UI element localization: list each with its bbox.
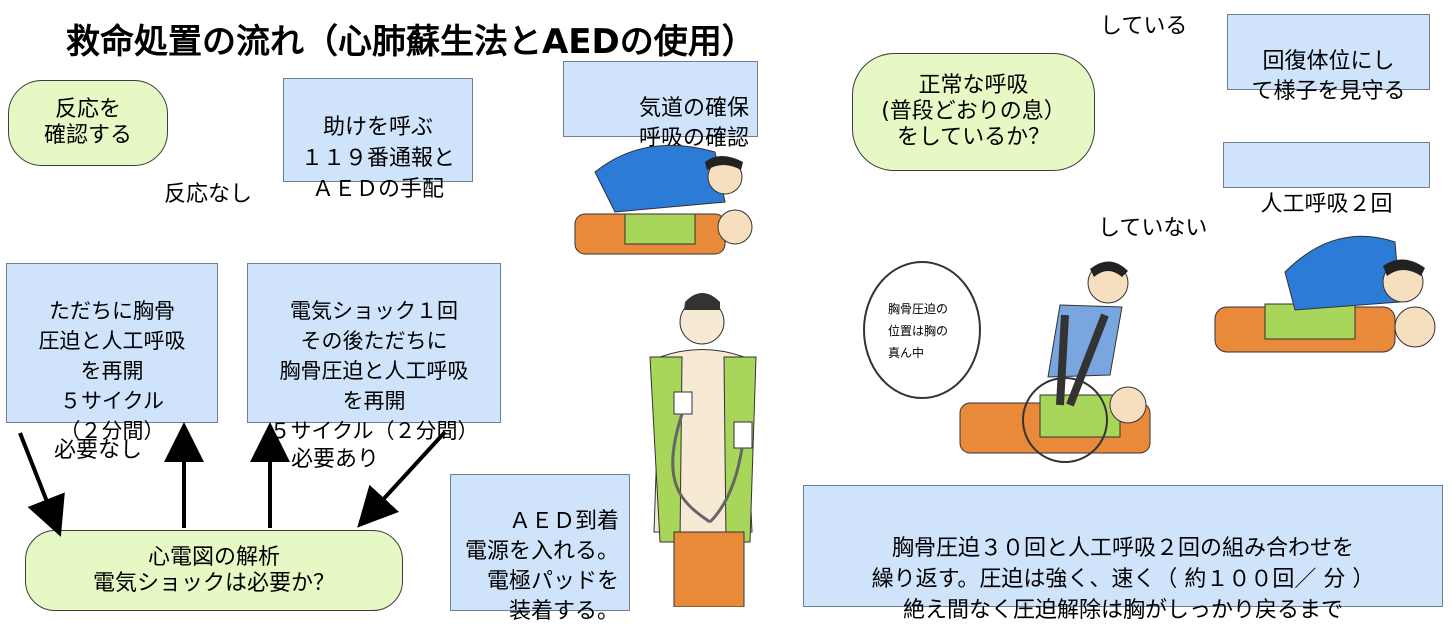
arrow-shock-down xyxy=(357,430,447,528)
aed-pads-illustration xyxy=(649,293,757,607)
recovery-box: 回復体位にし て様子を見守る xyxy=(1227,14,1430,104)
check-response-text: 反応を 確認する xyxy=(43,97,132,148)
arrows-layer xyxy=(18,422,447,537)
rescue-breaths-text: 人工呼吸２回 xyxy=(1260,192,1393,217)
shock-not-needed-label: 必要なし xyxy=(54,438,143,463)
resume-cpr-box: ただちに胸骨 圧迫と人工呼吸 を再開 ５サイクル （２分間） xyxy=(6,263,218,443)
no-response-label: 反応なし xyxy=(164,182,253,207)
rescue-breath-illustration xyxy=(1214,235,1436,353)
ecg-analysis-box: 心電図の解析 電気ショックは必要か？ xyxy=(25,530,403,611)
callout-line-1: 胸骨圧迫の xyxy=(888,301,948,316)
airway-check-illustration xyxy=(574,144,753,255)
chest-compression-illustration: 胸骨圧迫の 位置は胸の 真ん中 xyxy=(863,261,1151,463)
callout-line-2: 位置は胸の xyxy=(888,323,948,338)
check-response-box: 反応を 確認する xyxy=(8,80,168,166)
normal-breathing-box: 正常な呼吸 (普段どおりの息） をしているか？ xyxy=(852,53,1095,171)
compressions-box: 胸骨圧迫３０回と人工呼吸２回の組み合わせを 繰り返す。圧迫は強く、速く（ 約１０… xyxy=(803,485,1443,623)
breathing-yes-label: している xyxy=(1100,14,1188,39)
page-title: 救命処置の流れ（心肺蘇生法とAEDの使用） xyxy=(66,22,756,62)
call-help-text: 助けを呼ぶ １１９番通報と ＡＥＤの手配 xyxy=(300,115,455,202)
rescue-breaths-box: 人工呼吸２回 xyxy=(1223,142,1430,217)
arrow-no-shock-down xyxy=(18,432,65,537)
ecg-analysis-text: 心電図の解析 電気ショックは必要か？ xyxy=(92,544,335,596)
normal-breathing-text: 正常な呼吸 (普段どおりの息） をしているか？ xyxy=(881,73,1066,150)
callout-line-3: 真ん中 xyxy=(888,345,924,360)
resume-cpr-text: ただちに胸骨 圧迫と人工呼吸 を再開 ５サイクル （２分間） xyxy=(38,299,186,443)
breathing-no-label: していない xyxy=(1098,216,1208,241)
shock-needed-label: 必要あり xyxy=(291,447,380,472)
call-help-box: 助けを呼ぶ １１９番通報と ＡＥＤの手配 xyxy=(283,78,473,202)
shock-once-box: 電気ショック１回 その後ただちに 胸骨圧迫と人工呼吸 を再開 ５サイクル（２分間… xyxy=(247,263,501,443)
recovery-text: 回復体位にし て様子を見守る xyxy=(1251,49,1406,104)
